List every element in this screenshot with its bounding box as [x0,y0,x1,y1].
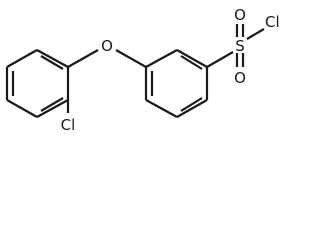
atom-oxygen-sulfonyl-bottom: O [234,69,246,87]
bond-sulfur-to-chlorine [246,28,265,40]
atom-chlorine-ring: Cl [61,116,76,132]
bond [176,49,208,68]
double-bond-inner [180,55,203,70]
atom-sulfur: S [235,37,245,55]
chemical-structure: O Cl S O O Cl [5,6,280,132]
right-benzene-ring [144,49,209,118]
bond [36,49,69,68]
bond-ring-to-oxygen [67,49,99,68]
bond [176,99,208,118]
double-bond-inner [180,97,203,112]
atom-oxygen-bridge: O [101,37,113,55]
left-benzene-ring [5,49,70,118]
double-bond-inner [40,97,64,112]
atom-oxygen-sulfonyl-top: O [234,6,246,24]
bond [36,99,69,118]
double-bond-inner [40,55,64,70]
bond [6,49,38,68]
bond [145,99,178,118]
bond [6,99,38,118]
atom-chlorine-sulfonyl: Cl [265,13,280,31]
bond-ring-to-sulfur [206,51,234,68]
bond [145,49,178,68]
bond-oxygen-to-ring [115,49,147,68]
